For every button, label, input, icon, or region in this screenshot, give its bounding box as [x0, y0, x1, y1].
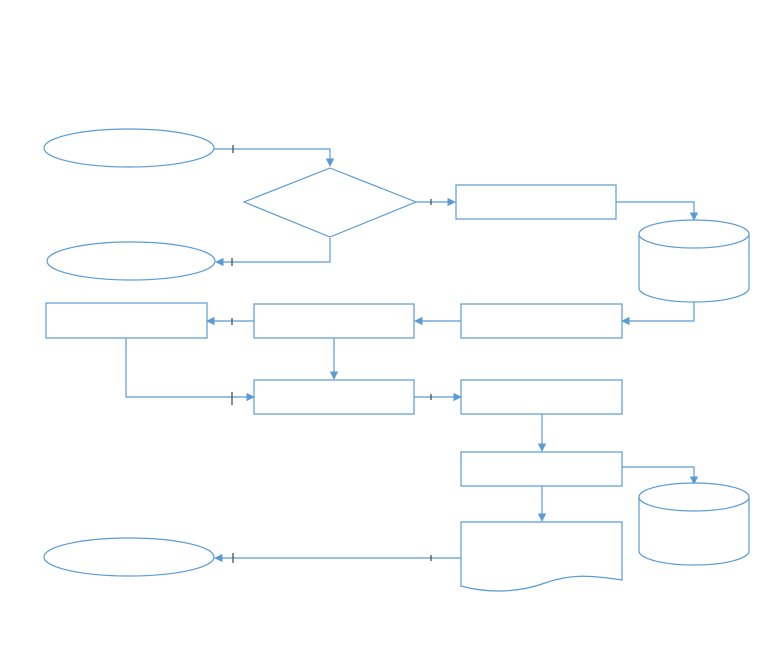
- process-box-1[interactable]: [455, 184, 617, 220]
- edge-process4-to-process5: [125, 338, 255, 402]
- process-box-6[interactable]: [460, 379, 623, 415]
- database-2[interactable]: [638, 482, 750, 566]
- edges: [125, 148, 699, 563]
- nodes: [43, 128, 750, 592]
- edge-start-to-decision: [214, 148, 335, 167]
- process-box-3[interactable]: [253, 303, 415, 339]
- process-box-7[interactable]: [460, 451, 623, 487]
- connector-ticks: [231, 145, 432, 563]
- start-ellipse[interactable]: [43, 128, 215, 168]
- edge-decision-to-end: [215, 238, 331, 267]
- end-ellipse-bottom[interactable]: [43, 537, 215, 577]
- edge-process1-to-db1: [616, 201, 699, 221]
- decision-diamond[interactable]: [242, 167, 418, 238]
- edge-process7-to-db2: [622, 466, 699, 485]
- process-box-5[interactable]: [253, 379, 415, 415]
- document-shape[interactable]: [460, 521, 623, 592]
- end-ellipse-top[interactable]: [46, 241, 216, 281]
- process-box-2[interactable]: [460, 303, 623, 339]
- process-box-4[interactable]: [45, 302, 208, 339]
- database-1[interactable]: [638, 219, 750, 303]
- edge-db1-to-process2: [621, 301, 695, 326]
